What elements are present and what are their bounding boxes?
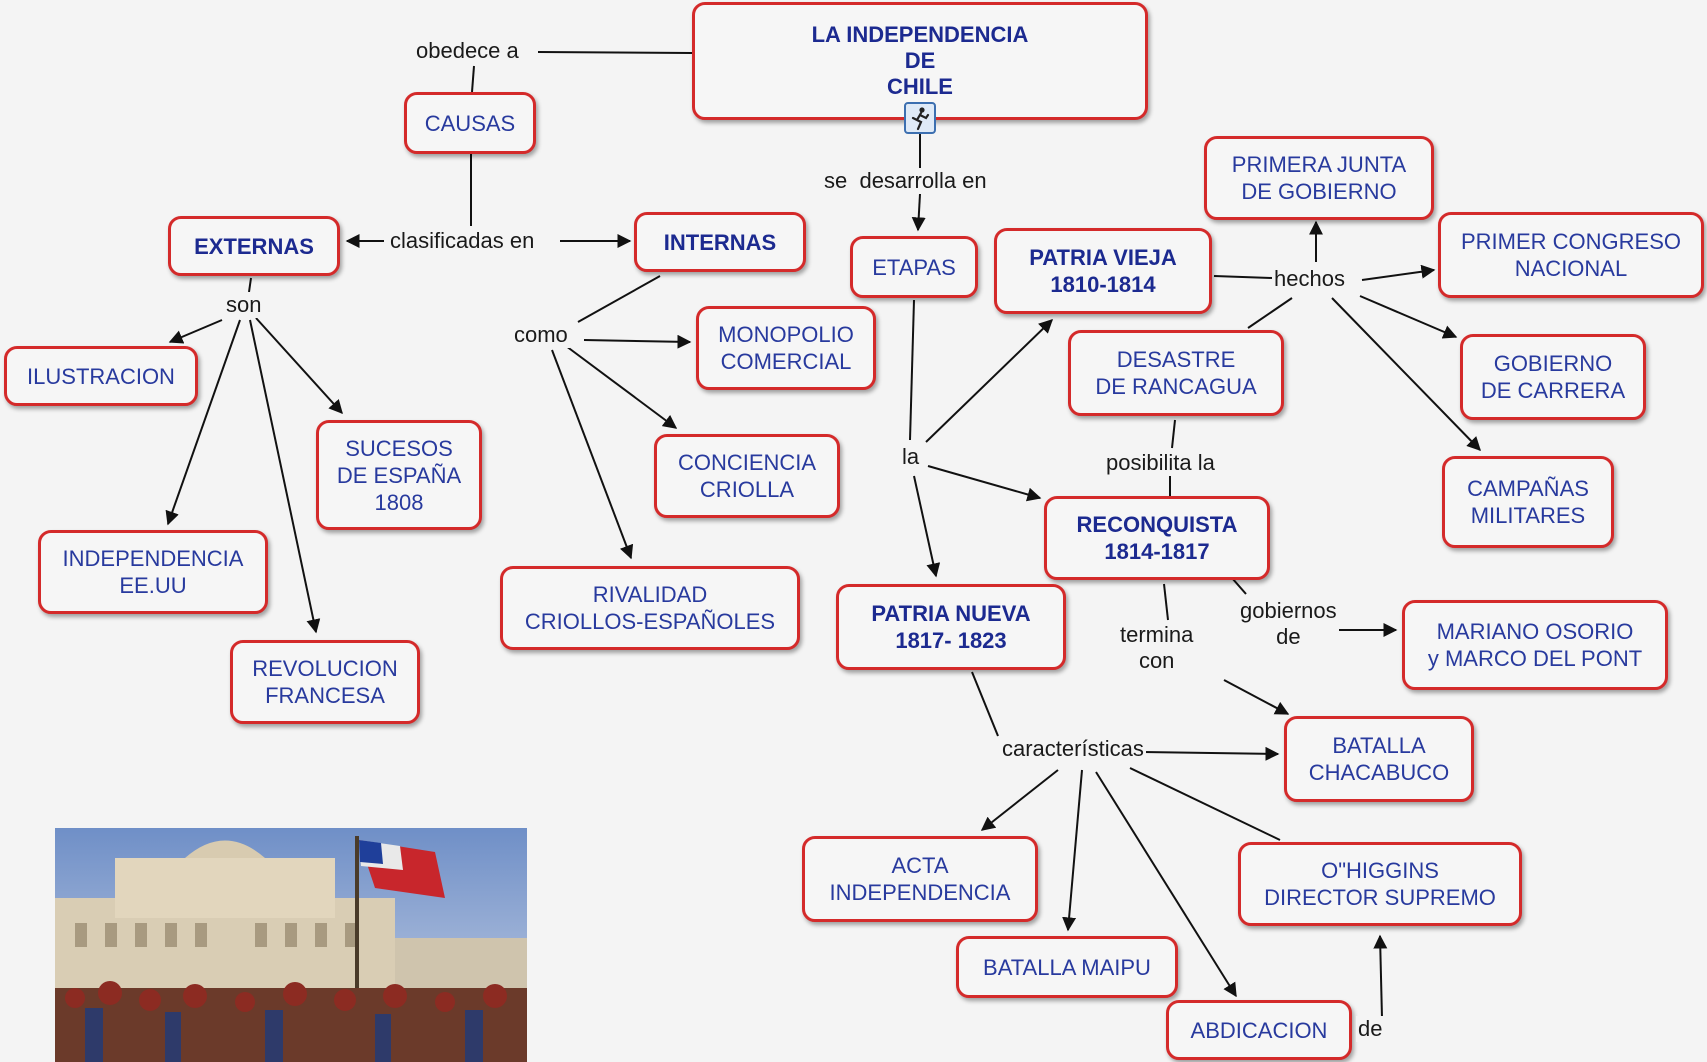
node-revolucion-label: REVOLUCION FRANCESA [252,656,398,708]
node-primer-congreso-label: PRIMER CONGRESO NACIONAL [1460,229,1682,281]
link-gobiernos: gobiernos de [1238,598,1339,650]
node-abdicacion[interactable]: ABDICACION [1166,1000,1352,1060]
node-desastre-label: DESASTRE DE RANCAGUA [1095,347,1257,399]
link-caracteristicas: características [1000,736,1146,762]
link-como: como [512,322,570,348]
node-revolucion[interactable]: REVOLUCION FRANCESA [230,640,420,724]
link-clasificadas: clasificadas en [388,228,537,254]
link-son: son [224,292,264,318]
title-node[interactable]: LA INDEPENDENCIA DE CHILE [692,2,1148,120]
node-patria-nueva-label: PATRIA NUEVA 1817- 1823 [871,601,1031,653]
node-independencia-eeuu[interactable]: INDEPENDENCIA EE.UU [38,530,268,614]
runner-icon[interactable] [904,102,936,134]
node-etapas-label: ETAPAS [872,254,956,280]
node-desastre[interactable]: DESASTRE DE RANCAGUA [1068,330,1284,416]
link-de: de [1356,1016,1385,1042]
node-primer-congreso[interactable]: PRIMER CONGRESO NACIONAL [1438,212,1704,298]
node-independencia-eeuu-label: INDEPENDENCIA EE.UU [62,546,244,598]
node-causas[interactable]: CAUSAS [404,92,536,154]
node-mariano-label: MARIANO OSORIO y MARCO DEL PONT [1427,619,1643,671]
node-patria-vieja-label: PATRIA VIEJA 1810-1814 [1029,245,1177,297]
node-externas-label: EXTERNAS [194,233,314,259]
node-mariano[interactable]: MARIANO OSORIO y MARCO DEL PONT [1402,600,1668,690]
node-abdicacion-label: ABDICACION [1190,1017,1328,1043]
link-hechos: hechos [1272,266,1347,292]
node-chacabuco-label: BATALLA CHACABUCO [1308,733,1450,785]
node-gobierno-carrera-label: GOBIERNO DE CARRERA [1480,351,1626,403]
node-ohiggins[interactable]: O"HIGGINS DIRECTOR SUPREMO [1238,842,1522,926]
node-patria-nueva[interactable]: PATRIA NUEVA 1817- 1823 [836,584,1066,670]
painting-image [55,828,527,1062]
node-gobierno-carrera[interactable]: GOBIERNO DE CARRERA [1460,334,1646,420]
node-primera-junta-label: PRIMERA JUNTA DE GOBIERNO [1231,152,1407,204]
node-acta[interactable]: ACTA INDEPENDENCIA [802,836,1038,922]
node-sucesos[interactable]: SUCESOS DE ESPAÑA 1808 [316,420,482,530]
title-text: LA INDEPENDENCIA DE CHILE [811,22,1029,99]
link-la: la [900,444,922,470]
node-maipu-label: BATALLA MAIPU [983,954,1151,980]
node-internas-label: INTERNAS [663,229,777,255]
node-ohiggins-label: O"HIGGINS DIRECTOR SUPREMO [1264,858,1496,910]
node-campanas[interactable]: CAMPAÑAS MILITARES [1442,456,1614,548]
node-ilustracion-label: ILUSTRACION [27,363,175,389]
node-campanas-label: CAMPAÑAS MILITARES [1467,476,1589,528]
node-patria-vieja[interactable]: PATRIA VIEJA 1810-1814 [994,228,1212,314]
node-chacabuco[interactable]: BATALLA CHACABUCO [1284,716,1474,802]
node-conciencia[interactable]: CONCIENCIA CRIOLLA [654,434,840,518]
node-primera-junta[interactable]: PRIMERA JUNTA DE GOBIERNO [1204,136,1434,220]
node-causas-label: CAUSAS [424,110,516,136]
node-etapas[interactable]: ETAPAS [850,236,978,298]
node-monopolio[interactable]: MONOPOLIO COMERCIAL [696,306,876,390]
link-posibilita: posibilita la [1104,450,1217,476]
node-reconquista-label: RECONQUISTA 1814-1817 [1076,512,1238,564]
node-monopolio-label: MONOPOLIO COMERCIAL [718,322,854,374]
node-reconquista[interactable]: RECONQUISTA 1814-1817 [1044,496,1270,580]
runner-icon-glyph [911,107,930,131]
node-acta-label: ACTA INDEPENDENCIA [829,853,1011,905]
link-obedece: obedece a [414,38,521,64]
node-conciencia-label: CONCIENCIA CRIOLLA [677,450,817,502]
node-internas[interactable]: INTERNAS [634,212,806,272]
node-ilustracion[interactable]: ILUSTRACION [4,346,198,406]
link-se-desarrolla: se desarrolla en [822,168,989,194]
painting-illustration [55,828,527,1062]
node-maipu[interactable]: BATALLA MAIPU [956,936,1178,998]
node-rivalidad[interactable]: RIVALIDAD CRIOLLOS-ESPAÑOLES [500,566,800,650]
link-termina: termina con [1118,622,1196,674]
node-externas[interactable]: EXTERNAS [168,216,340,276]
node-sucesos-label: SUCESOS DE ESPAÑA 1808 [336,435,462,515]
node-rivalidad-label: RIVALIDAD CRIOLLOS-ESPAÑOLES [524,582,776,634]
